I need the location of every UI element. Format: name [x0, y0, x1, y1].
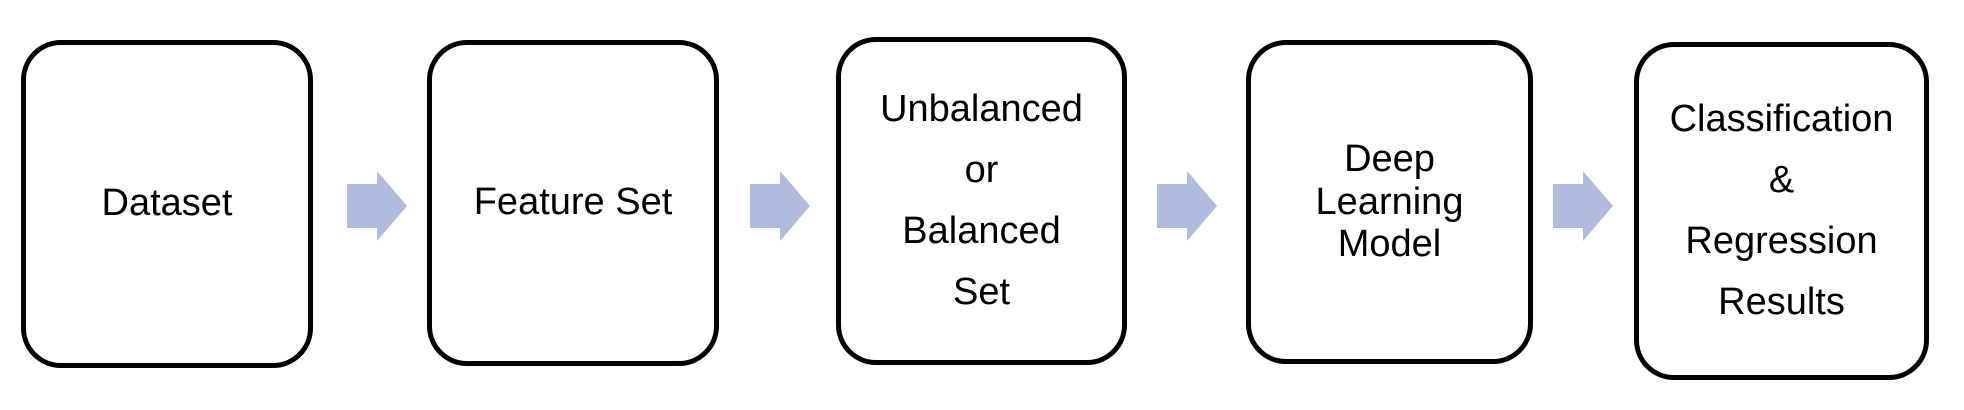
right-arrow-icon	[1553, 171, 1613, 241]
node-label: Set	[952, 270, 1011, 313]
flow-node-classification-regression-results: Classification & Regression Results	[1634, 42, 1929, 380]
node-label: Deep	[1344, 137, 1435, 180]
node-label: Classification	[1669, 98, 1894, 141]
node-label: Learning	[1315, 180, 1464, 223]
right-arrow-icon	[347, 171, 407, 241]
node-label: Results	[1718, 280, 1845, 323]
node-label: Model	[1337, 223, 1442, 266]
flow-node-feature-set: Feature Set	[427, 40, 719, 366]
flow-node-deep-learning-model: Deep Learning Model	[1246, 40, 1533, 364]
node-label: Feature Set	[473, 181, 673, 224]
node-label: &	[1768, 159, 1795, 202]
node-label: or	[964, 149, 999, 192]
node-label: Balanced	[902, 210, 1061, 252]
node-label: Unbalanced	[880, 88, 1083, 131]
node-label: Dataset	[101, 182, 233, 225]
flow-node-unbalanced-or-balanced-set: Unbalanced or Balanced Set	[836, 37, 1127, 365]
flow-node-dataset: Dataset	[21, 40, 313, 368]
node-label: Regression	[1685, 220, 1878, 262]
right-arrow-icon	[750, 171, 810, 241]
right-arrow-icon	[1157, 171, 1217, 241]
